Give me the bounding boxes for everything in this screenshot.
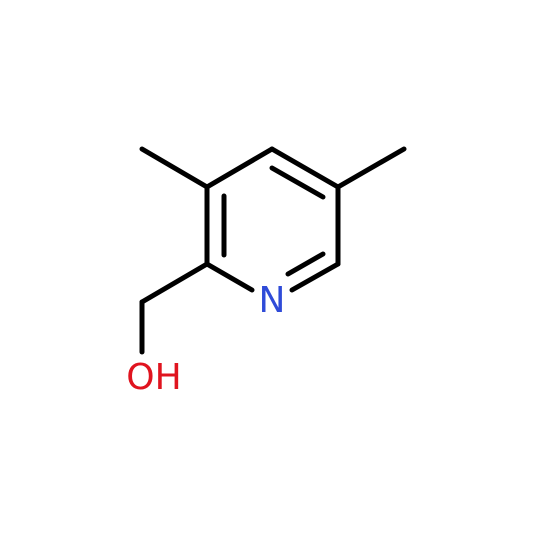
bond-c4-c5-inner: [269, 165, 326, 200]
bond-c6-n1: [289, 261, 341, 293]
bond-n1-c2: [204, 261, 255, 293]
bond-c5-methyl: [335, 146, 407, 190]
atom-label-nitrogen: N: [259, 280, 286, 321]
bond-c6-n1-inner: [285, 251, 326, 277]
bond-c4-c5: [269, 146, 341, 190]
atom-label-hydroxyl: OH: [126, 357, 181, 398]
bond-c3-c4: [204, 146, 275, 190]
bond-c2-ch2: [139, 261, 210, 305]
bond-c3-methyl: [139, 146, 210, 190]
